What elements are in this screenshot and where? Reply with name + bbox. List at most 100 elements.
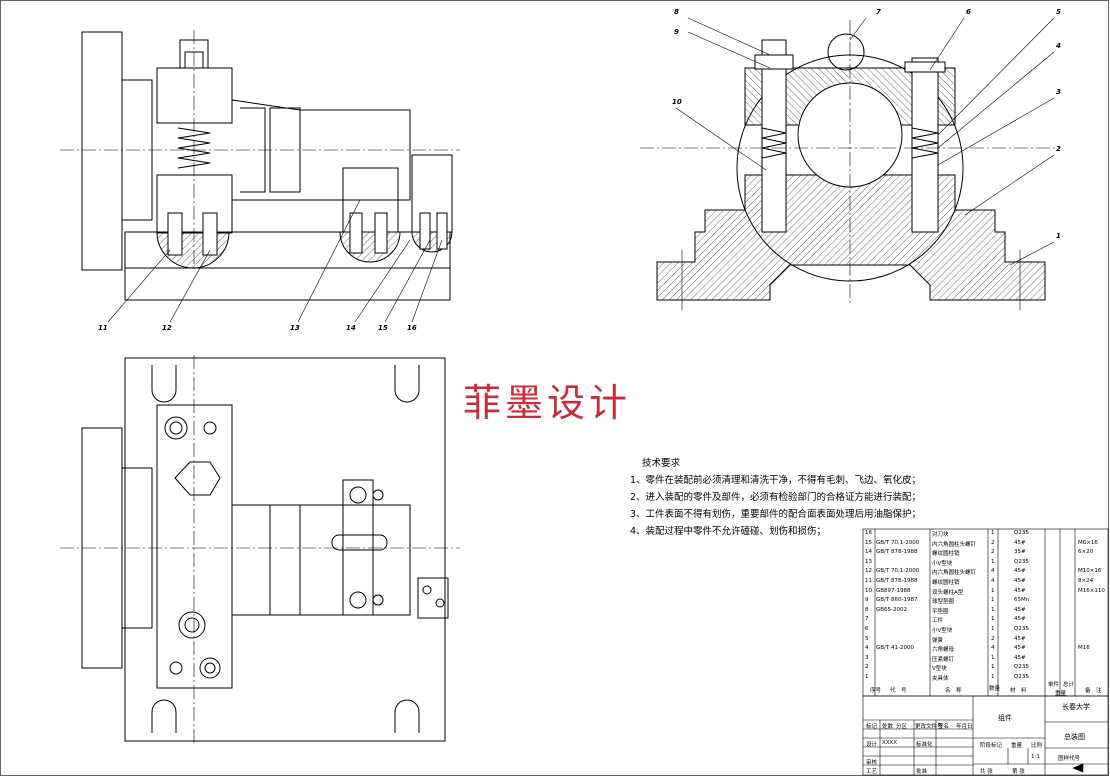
bom-cell-material: Q235 (1014, 674, 1029, 680)
technical-requirements: 技术要求 1、零件在装配前必须清理和清洗干净，不得有毛刺、飞边、氧化皮； 2、进… (630, 455, 921, 540)
bom-cell-qty: 1 (991, 530, 995, 536)
bom-cell-no: 11 (865, 578, 872, 584)
weight-label: 重量 (1011, 743, 1023, 749)
bom-cell-code: GB/T 70.1-2000 (876, 568, 920, 575)
bom-cell-qty: 4 (991, 578, 995, 584)
part-number-label: 3 (1056, 88, 1061, 96)
bom-cell-material: 45# (1014, 645, 1026, 652)
bom-header-unit-weight: 单件 (1048, 682, 1060, 688)
tb-standardization: 标准化 (916, 742, 933, 748)
bom-cell-code: GB/T 41-2000 (876, 645, 914, 652)
part-number-label: 15 (378, 324, 388, 332)
tb-zone: 分区 (896, 724, 908, 730)
bom-cell-material: Q235 (1014, 530, 1029, 536)
bom-cell-no: 13 (865, 558, 872, 565)
part-number-label: 9 (674, 28, 679, 36)
bom-cell-name: 压紧螺钉 (932, 656, 955, 663)
bom-cell-no: 2 (865, 664, 869, 671)
bom-cell-material: 45# (1014, 635, 1026, 642)
bom-cell-material: 45# (1014, 587, 1026, 594)
bom-cell-note: M6×16 (1078, 539, 1098, 546)
bom-cell-material: Q235 (1014, 558, 1029, 565)
part-number-label: 16 (407, 324, 417, 332)
bom-cell-material: 45# (1014, 568, 1026, 575)
bom-cell-name: 平垫圈 (932, 608, 949, 615)
bom-cell-no: 6 (865, 626, 869, 632)
part-number-label: 8 (674, 8, 679, 16)
bom-cell-name: 六角螺母 (932, 647, 955, 654)
part-number-label: 7 (876, 8, 881, 16)
bom-cell-no: 3 (865, 654, 869, 661)
bom-header-total-weight: 总计 (1063, 682, 1075, 688)
bom-header-name: 名 称 (945, 688, 962, 694)
part-number-label: 5 (1056, 8, 1061, 16)
bom-cell-name: 双头螺柱A型 (932, 589, 964, 596)
bom-header-note: 备 注 (1085, 688, 1102, 694)
sheet-count: 共 张 (980, 769, 993, 775)
tb-design-date: XXXX (882, 740, 898, 746)
bom-cell-material: 65Mn (1014, 597, 1030, 604)
bom-header-qty: 数量 (989, 686, 1001, 692)
bom-cell-qty: 1 (991, 616, 995, 623)
bom-cell-code: GB/T 860-1987 (876, 597, 918, 604)
bom-cell-code: GB/T 878-1988 (876, 549, 918, 556)
sheet-number: 第 张 (1012, 769, 1025, 775)
watermark-text: 菲墨设计 (463, 381, 632, 425)
bom-cell-no: 10 (865, 587, 872, 594)
bom-cell-qty: 1 (991, 654, 995, 661)
bom-cell-material: 45# (1014, 606, 1026, 613)
front-view (60, 30, 460, 323)
bom-cell-no: 4 (865, 645, 869, 652)
bom-cell-note: 6×20 (1078, 549, 1094, 556)
bom-cell-name: 对刀块 (932, 532, 949, 538)
side-section-view (640, 17, 1060, 310)
bom-header-weight: 重量 (1055, 691, 1067, 697)
bom-cell-name: 夹具体 (932, 676, 949, 682)
bom-cell-code: GB/T 70.1-2000 (876, 539, 920, 546)
bom-cell-no: 12 (865, 568, 872, 575)
bom-cell-no: 7 (865, 616, 869, 623)
part-number-label: 1 (1056, 232, 1061, 240)
bom-cell-qty: 1 (991, 626, 995, 632)
bom-cell-name: 内六角圆柱头螺钉 (932, 570, 977, 577)
bom-cell-material: Q235 (1014, 664, 1029, 671)
bom-cell-name: 内六角圆柱头螺钉 (932, 541, 977, 548)
bom-cell-name: V型块 (932, 666, 947, 673)
part-number-label: 4 (1056, 42, 1061, 50)
bom-cell-name: 弹簧 (932, 637, 944, 644)
bom-cell-code: GB897-1988 (876, 587, 911, 594)
top-view (60, 355, 460, 745)
tb-process: 工艺 (866, 769, 878, 775)
drawing-type: 总装图 (1064, 733, 1085, 741)
part-number-label: 6 (966, 8, 971, 16)
tb-designer: 设计 (866, 742, 878, 748)
bom-header-code: 代 号 (890, 688, 907, 694)
tech-req-title: 技术要求 (642, 458, 681, 469)
bom-cell-qty: 2 (991, 539, 995, 546)
bom-header-material: 材 料 (1010, 688, 1027, 694)
bom-cell-no: 8 (865, 606, 869, 613)
bom-cell-no: 15 (865, 539, 872, 546)
tech-req-item: 3、工件表面不得有划伤，重要部件的配合面表面处理后用油脂保护； (630, 509, 922, 520)
scale-label: 比例 (1031, 743, 1043, 749)
bom-cell-qty: 1 (991, 558, 995, 565)
part-number-label: 12 (162, 324, 172, 332)
part-number-label: 10 (672, 98, 682, 106)
bom-cell-qty: 1 (991, 597, 995, 604)
tb-change-doc: 更改文件号 (915, 724, 943, 730)
bom-cell-code: GB/T 878-1988 (876, 578, 918, 584)
bom-cell-qty: 1 (991, 674, 995, 680)
